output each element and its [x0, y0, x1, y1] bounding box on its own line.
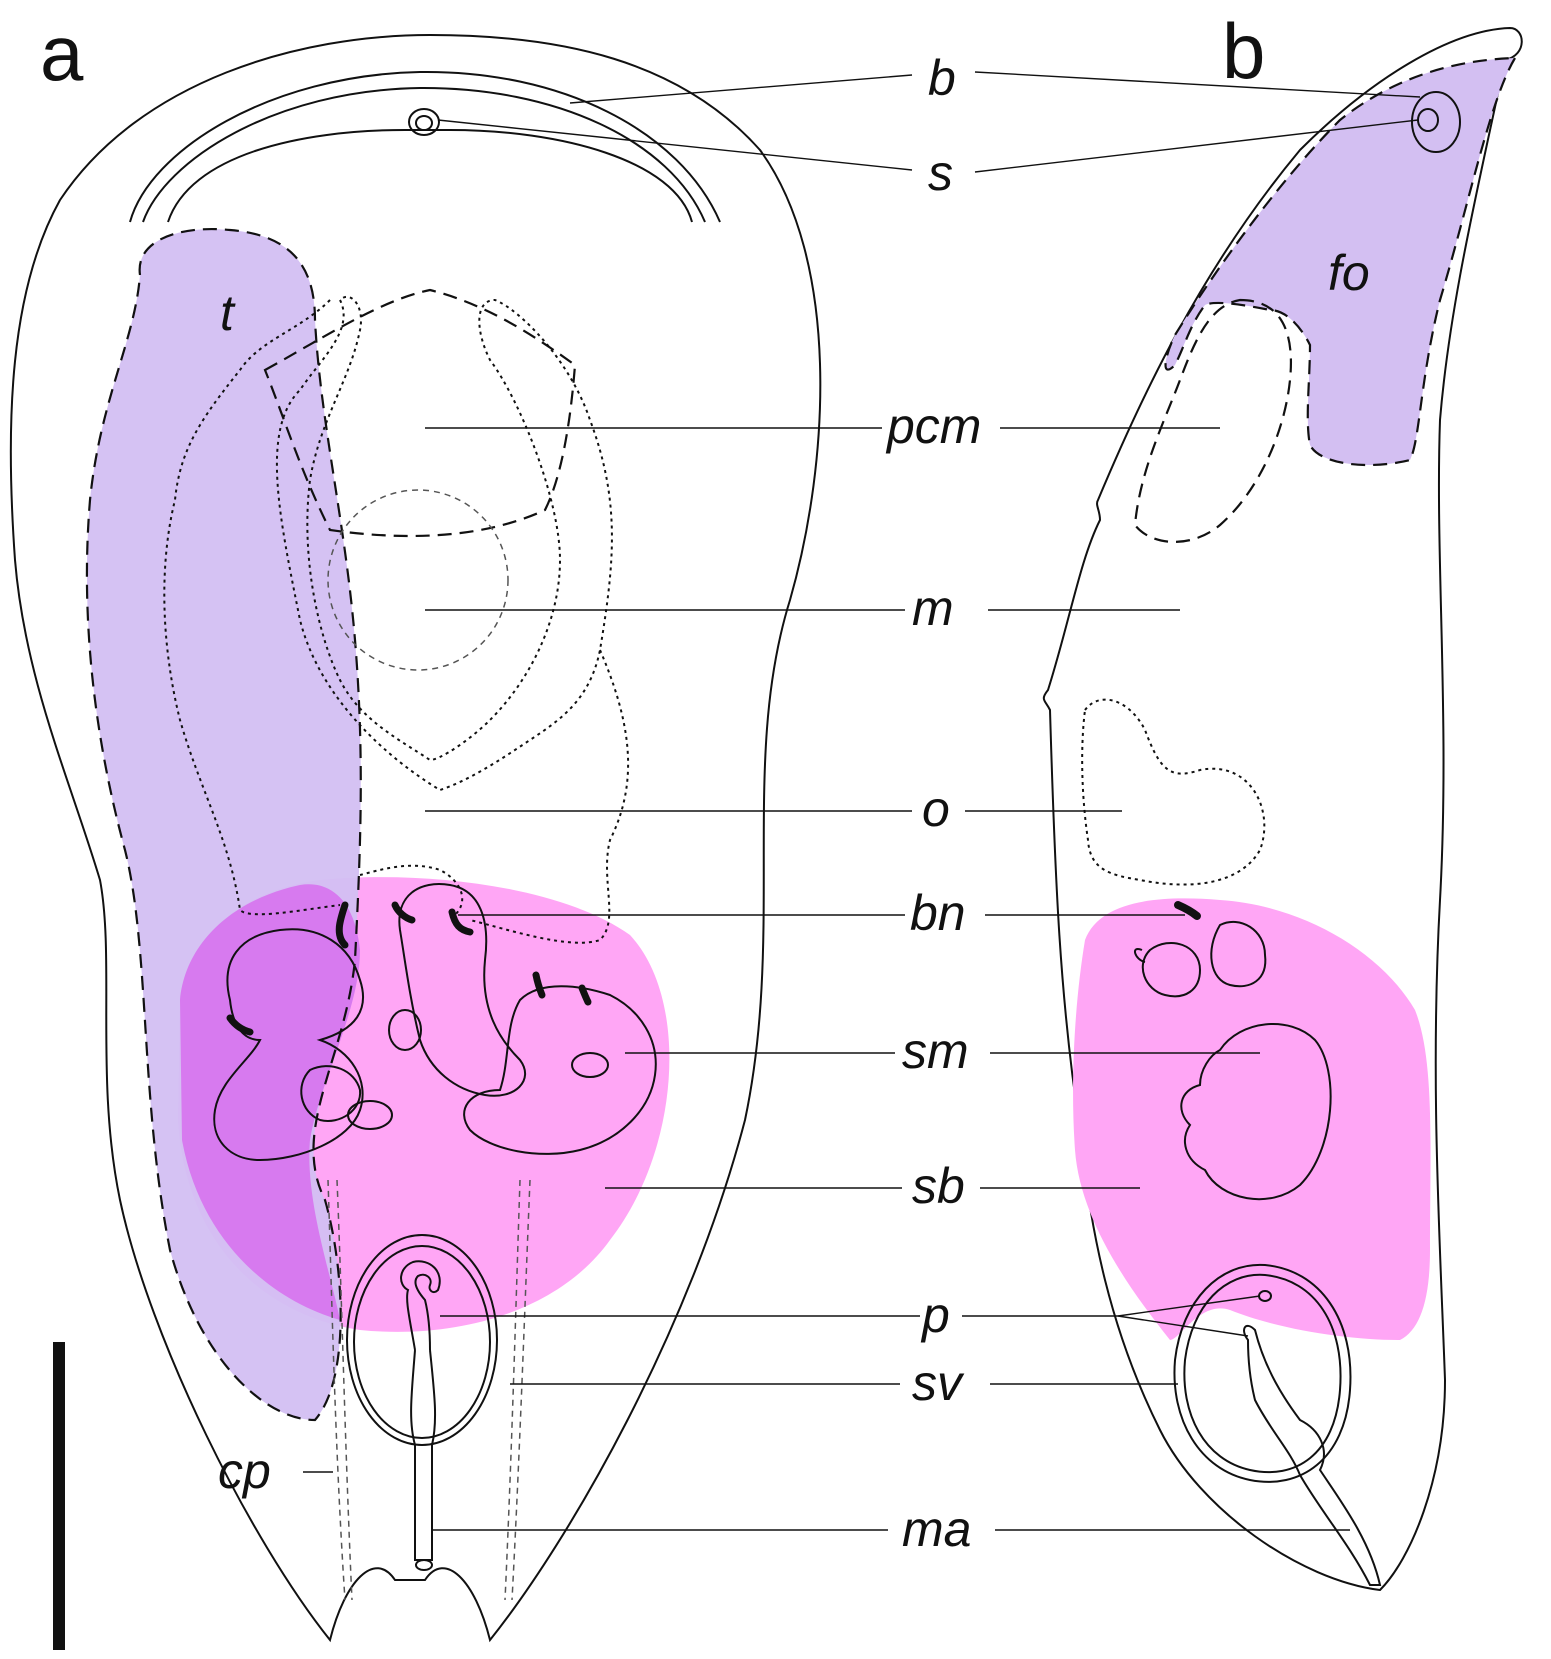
seminal-vesicle-small-a: [347, 1100, 393, 1130]
seminal-vesicle-small-b: [571, 1052, 609, 1078]
panel-label-a: a: [40, 9, 84, 97]
pharynx-dashed-a: [263, 288, 577, 538]
label-s: s: [928, 145, 953, 201]
label-sv: sv: [912, 1355, 965, 1411]
label-bn: bn: [910, 885, 966, 941]
seminal-vesicle-b: [1173, 1263, 1352, 1483]
sensory-pit-inner-a: [415, 115, 433, 131]
seminal-vesicle-small-c: [388, 1009, 422, 1051]
bristle-b: [1174, 901, 1201, 920]
leader-lines: [303, 71, 1421, 1531]
male-atrium-a: [410, 1349, 437, 1561]
label-cp: cp: [218, 1443, 271, 1499]
pink-region-b: [1073, 898, 1431, 1340]
gut-dotted-bottom-a: [359, 864, 464, 916]
gut-dotted-left-a: [275, 295, 613, 792]
sensory-pit-b: [1411, 91, 1461, 153]
label-p: p: [920, 1287, 950, 1343]
label-m: m: [912, 580, 954, 636]
gonopore-a: [415, 1559, 433, 1571]
seminal-mass-a: [213, 928, 365, 1162]
pharynx-dashed-b: [1133, 298, 1292, 544]
overlap-region-a: [180, 884, 360, 1320]
bristles-a: [226, 901, 592, 1036]
body-outline-b: [1042, 26, 1523, 1592]
panel-label-b: b: [1222, 7, 1265, 95]
head-band-inner-a: [142, 86, 706, 223]
label-b: b: [928, 50, 956, 106]
head-band-lower-a: [167, 129, 693, 223]
mouth-circle-a: [327, 489, 509, 671]
copulatory-plate-left-a: [327, 1179, 353, 1601]
seminal-mass-c: [463, 985, 657, 1155]
penis-a: [400, 1260, 441, 1351]
label-sm: sm: [902, 1023, 969, 1079]
penis-b: [1243, 1324, 1382, 1586]
lavender-dashed-border-a: [85, 228, 362, 1422]
panel-a-drawing: [9, 33, 822, 1643]
scale-bar: [53, 1342, 65, 1650]
gut-dotted-outer-a: [163, 299, 630, 944]
seminal-mass-b2: [1210, 920, 1267, 988]
ovary-dotted-b: [1081, 698, 1266, 886]
label-o: o: [922, 781, 950, 837]
head-band-outer-a: [129, 70, 721, 223]
seminal-vesicle-inner-b: [1183, 1273, 1342, 1474]
seminal-vesicle-inner-a: [353, 1245, 491, 1439]
panel-b-drawing: [1042, 26, 1523, 1592]
seminal-mass-b1: [1134, 941, 1202, 998]
label-fo: fo: [1328, 245, 1370, 301]
lavender-dashed-border-b: [1164, 56, 1517, 467]
lavender-region-b: [1165, 58, 1515, 465]
label-sb: sb: [912, 1158, 965, 1214]
label-t: t: [220, 285, 236, 341]
body-outline-a: [9, 33, 822, 1643]
seminal-vesicle-a: [346, 1234, 498, 1446]
label-ma: ma: [902, 1501, 971, 1557]
copulatory-plate-right-a: [504, 1179, 531, 1601]
seminal-mass-b3: [1180, 1023, 1332, 1201]
label-pcm: pcm: [885, 398, 981, 454]
sensory-pit-a: [408, 108, 440, 136]
